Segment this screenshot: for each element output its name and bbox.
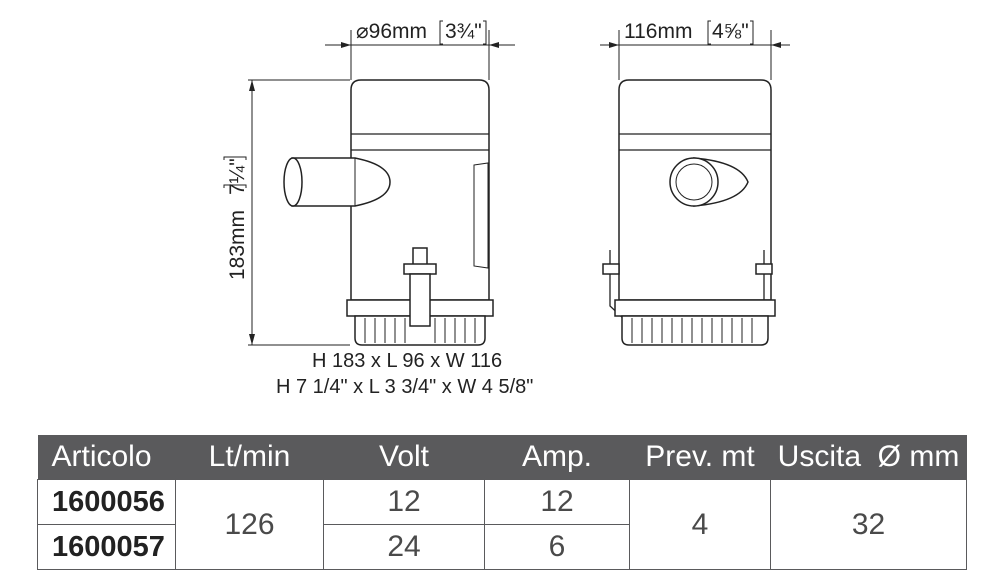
header-amp: Amp. <box>484 435 630 480</box>
header-outlet: Uscita Ø mm <box>770 435 967 480</box>
cell-amp: 12 <box>484 479 630 525</box>
pump-technical-drawing: ⌀96mm 3¾" 183mm 7¼" <box>223 20 790 398</box>
diameter-dimension-label: ⌀96mm <box>356 20 427 43</box>
width-inch-label: 4⅝" <box>712 20 749 43</box>
width-dimension-label: 116mm <box>624 20 692 43</box>
height-inch-label: 7¼" <box>226 158 249 195</box>
header-articolo: Articolo <box>37 435 176 480</box>
height-dimension-label: 183mm <box>226 210 249 280</box>
cell-code: 1600057 <box>37 524 176 570</box>
spec-table: Articolo Lt/min Volt Amp. Prev. mt Uscit… <box>37 435 967 570</box>
diameter-inch-label: 3¾" <box>445 20 482 43</box>
table-header-row: Articolo Lt/min Volt Amp. Prev. mt Uscit… <box>37 435 967 480</box>
header-head: Prev. mt <box>629 435 771 480</box>
pump-front-view: 116mm 4⅝" <box>600 20 790 346</box>
cell-volt: 12 <box>323 479 485 525</box>
pump-side-view: ⌀96mm 3¾" 183mm 7¼" <box>223 20 515 346</box>
table-row: 1600057 24 6 <box>37 524 967 570</box>
cell-amp: 6 <box>484 524 630 570</box>
table-row: 1600056 126 12 12 4 32 <box>37 479 967 570</box>
caption-metric: H 183 x L 96 x W 116 <box>312 350 502 372</box>
header-volt: Volt <box>323 435 485 480</box>
cell-code: 1600056 <box>37 479 176 525</box>
cell-head: 4 <box>629 479 771 570</box>
cell-outlet: 32 <box>770 479 967 570</box>
header-flow: Lt/min <box>175 435 324 480</box>
cell-volt: 24 <box>323 524 485 570</box>
cell-flow: 126 <box>175 479 324 570</box>
caption-imperial: H 7 1/4" x L 3 3/4" x W 4 5/8" <box>276 376 533 398</box>
